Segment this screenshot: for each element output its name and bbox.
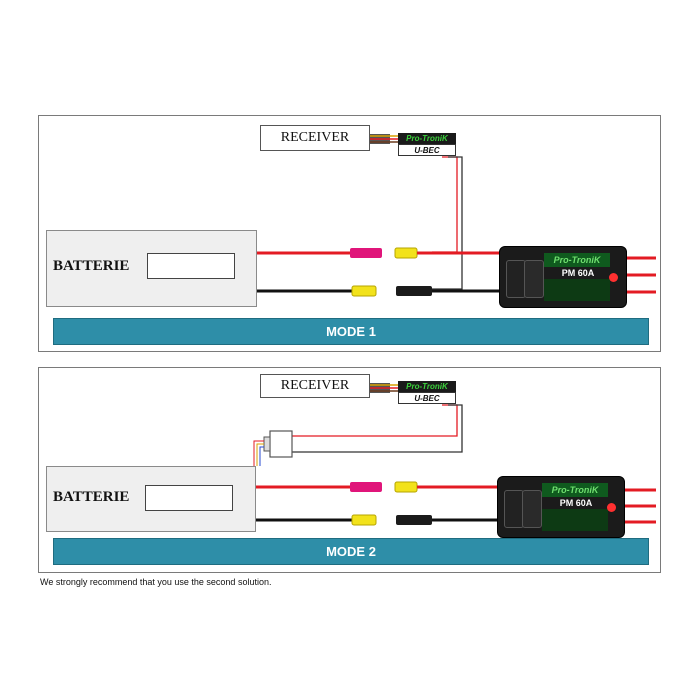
mode2-motor-wires [624,488,656,524]
mode2-esc: Pro-TroniK PM 60A [497,476,625,538]
mode2-esc-spec-panel [542,509,608,531]
mode1-ubec-brand: Pro-TroniK [398,133,456,144]
mode1-esc-model: PM 60A [561,268,595,278]
mode1-label: MODE 1 [326,324,376,339]
mode2-bec-wires [292,404,463,453]
mode1-connector-yellow-pos [394,247,418,259]
mode1-receiver-box: RECEIVER [260,125,370,151]
mode2-connector-pink [350,482,382,492]
recommendation-note: We strongly recommend that you use the s… [40,577,272,587]
mode2-esc-led [607,503,616,512]
mode1-ubec-model: U-BEC [398,144,456,156]
mode1-esc: Pro-TroniK PM 60A [499,246,627,308]
mode1-ubec-module: Pro-TroniK U-BEC [398,133,456,157]
mode1-connector-yellow-neg [351,285,377,297]
mode2-battery: BATTERIE [46,466,256,532]
mode1-motor-wires [626,256,656,294]
mode2-battery-window [145,485,233,511]
mode1-receiver-lead [370,134,400,144]
mode2-ubec-brand: Pro-TroniK [398,381,456,392]
mode1-receiver-label: RECEIVER [280,130,350,145]
mode1-battery-label: BATTERIE [53,258,130,274]
mode2-connector-yellow-neg [351,514,377,526]
mode1-esc-capacitor [524,260,544,298]
mode1-connector-black [396,286,432,296]
mode1-esc-led [609,273,618,282]
mode1-battery: BATTERIE [46,230,257,307]
mode2-esc-capacitor [504,490,524,528]
mode2-battery-label: BATTERIE [53,489,130,505]
mode2-esc-brand: Pro-TroniK [542,483,608,497]
mode2-label: MODE 2 [326,544,376,559]
mode2-balance-connector [253,430,293,466]
mode2-esc-model: PM 60A [559,498,593,508]
mode2-ubec-model: U-BEC [398,392,456,404]
mode1-esc-spec-panel [544,279,610,301]
mode2-receiver-lead [370,383,400,393]
mode1-connector-pink [350,248,382,258]
mode2-esc-capacitor [522,490,542,528]
mode2-ubec-module: Pro-TroniK U-BEC [398,381,456,405]
mode2-receiver-label: RECEIVER [280,378,350,393]
mode1-bec-wires [432,156,463,290]
mode1-battery-window [147,253,235,279]
mode1-bar: MODE 1 [53,318,649,345]
mode2-connector-black [396,515,432,525]
mode1-esc-brand: Pro-TroniK [544,253,610,267]
mode1-esc-capacitor [506,260,526,298]
mode2-connector-yellow-pos [394,481,418,493]
mode2-bar: MODE 2 [53,538,649,565]
mode2-receiver-box: RECEIVER [260,374,370,398]
